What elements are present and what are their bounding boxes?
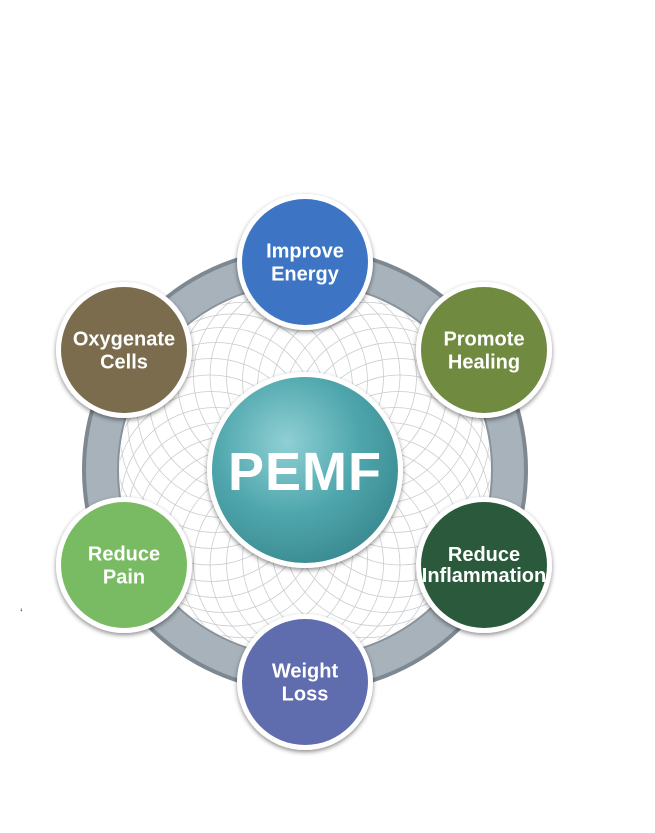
node-circle	[61, 287, 187, 413]
stray-mark: ‘	[20, 606, 23, 620]
node-circle	[421, 502, 547, 628]
node-label-line: Weight	[272, 661, 339, 683]
node-circle	[61, 502, 187, 628]
node-label-line: Reduce	[88, 544, 160, 566]
node-label-line: Improve	[266, 241, 344, 263]
node-label-line: Promote	[443, 329, 524, 351]
center-node	[207, 372, 403, 568]
node-label-line: Inflammation	[422, 565, 546, 587]
node-label-line: Oxygenate	[73, 329, 175, 351]
node-label-line: Cells	[100, 352, 148, 374]
node-circle	[421, 287, 547, 413]
node-label-line: Reduce	[448, 544, 520, 566]
node-label-line: Loss	[282, 684, 329, 706]
node-circle	[242, 619, 368, 745]
benefit-nodes: ImproveEnergyPromoteHealingReduceInflamm…	[56, 194, 552, 750]
node-label-line: Energy	[271, 264, 340, 286]
node-circle	[242, 199, 368, 325]
center-label: PEMF	[228, 442, 382, 502]
node-label-line: Healing	[448, 352, 520, 374]
node-label-line: Pain	[103, 567, 145, 589]
